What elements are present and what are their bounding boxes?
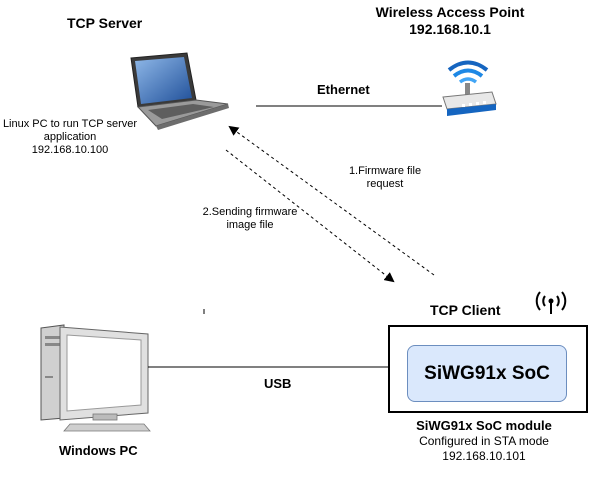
soc-ip-label: 192.168.10.101 — [442, 449, 526, 463]
soc-chip-label: SiWG91x SoC — [424, 362, 550, 384]
tcp-client-title: TCP Client — [430, 302, 501, 318]
tcp-server-ip: 192.168.10.100 — [31, 144, 109, 156]
soc-module-label: SiWG91x SoC module — [416, 418, 552, 433]
wireless-router-icon — [442, 60, 497, 116]
tcp-server-title: TCP Server — [67, 15, 143, 31]
wireless-signal-icon — [535, 291, 567, 314]
firmware-request-arrow — [228, 125, 435, 276]
soc-chip: SiWG91x SoC — [407, 345, 567, 402]
desktop-pc-icon — [40, 324, 151, 432]
windows-pc-title: Windows PC — [59, 443, 138, 458]
firmware-request-label: 1.Firmware file request — [333, 165, 437, 191]
usb-label: USB — [264, 376, 292, 391]
ethernet-label: Ethernet — [317, 82, 370, 97]
sending-firmware-arrow — [225, 149, 395, 283]
firmware-request-line2: request — [366, 178, 404, 190]
tcp-server-description: Linux PC to run TCP server application 1… — [0, 118, 140, 157]
access-point-title: Wireless Access Point — [375, 4, 525, 20]
firmware-request-line1: 1.Firmware file — [348, 165, 422, 177]
access-point-label: Wireless Access Point 192.168.10.1 — [360, 4, 540, 38]
laptop-icon — [130, 52, 229, 130]
sending-firmware-label: 2.Sending firmware image file — [188, 206, 312, 232]
access-point-ip: 192.168.10.1 — [409, 21, 491, 37]
soc-mode-label: Configured in STA mode — [419, 434, 549, 448]
soc-module-info: SiWG91x SoC module Configured in STA mod… — [395, 417, 573, 464]
sending-firmware-line1: 2.Sending firmware — [202, 206, 298, 218]
tcp-server-desc-line1: Linux PC to run TCP server — [2, 118, 138, 130]
sending-firmware-line2: image file — [226, 219, 274, 231]
tcp-server-desc-line2: application — [43, 131, 97, 143]
